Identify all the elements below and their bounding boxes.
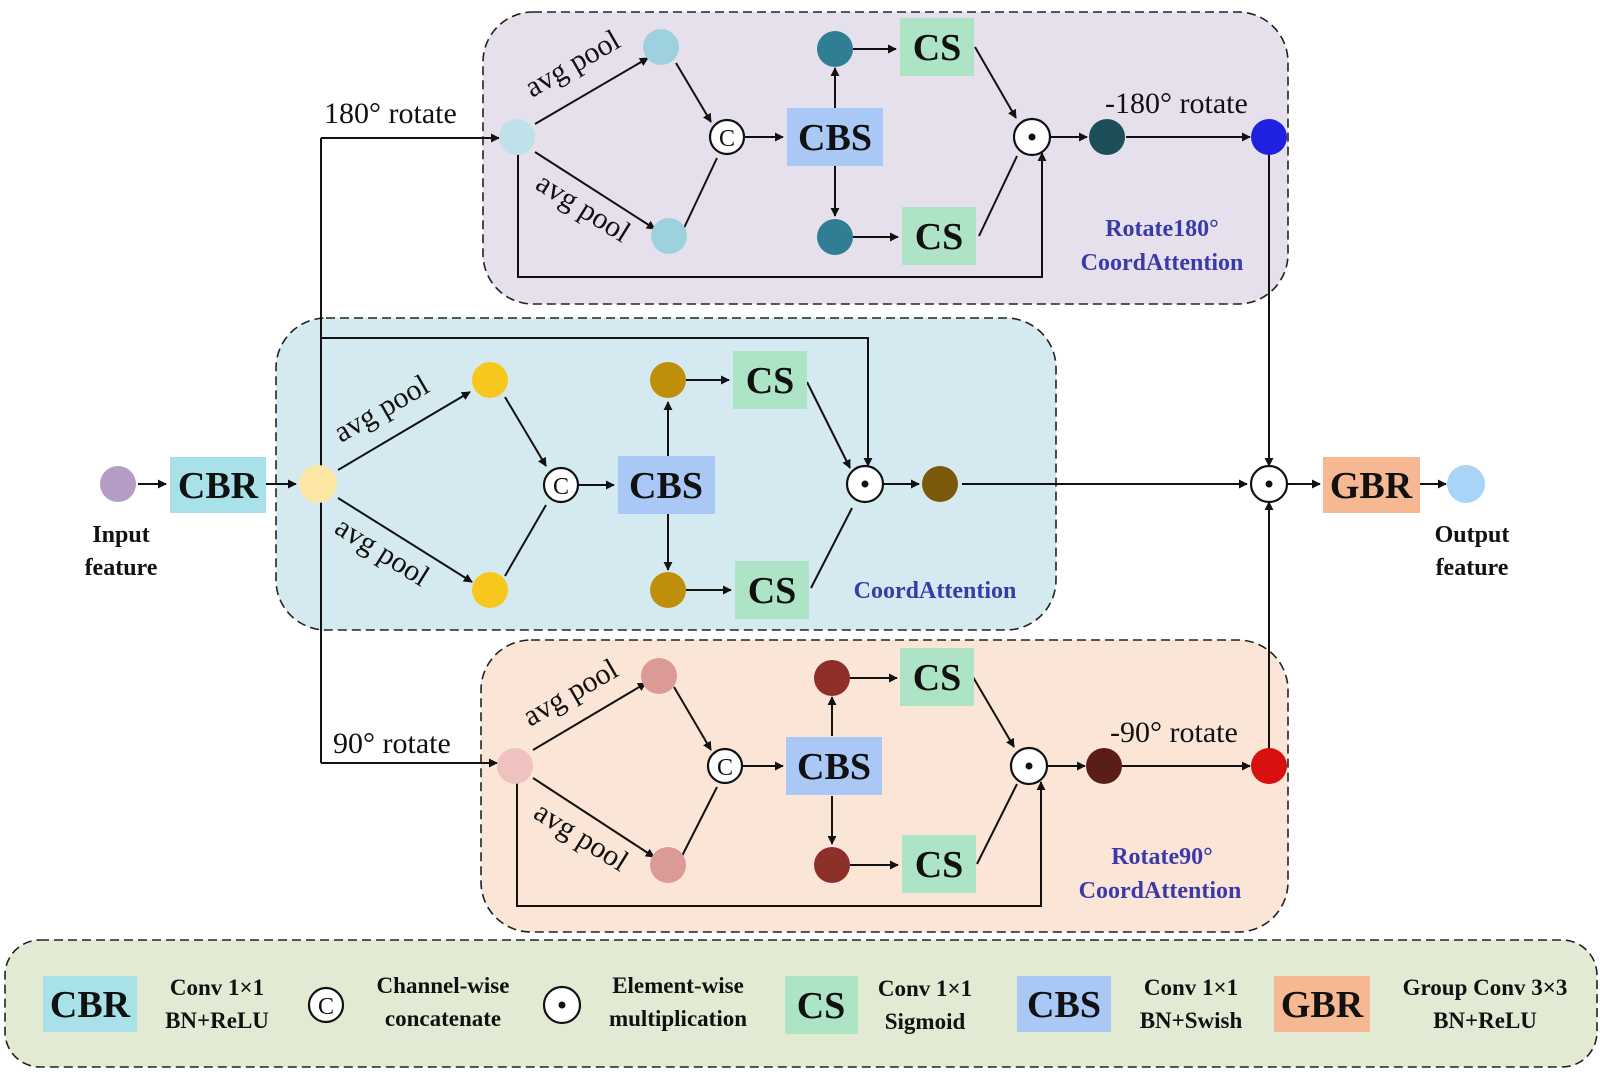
rotate-180-label: 180° rotate: [324, 97, 457, 130]
legend-gbr-swatch-label: GBR: [1281, 984, 1364, 1026]
concat-glyph: C: [719, 126, 735, 152]
concat-symbol-top: C: [708, 118, 746, 156]
legend-cbs-line2: BN+Swish: [1140, 1008, 1243, 1033]
legend-cbs: CBS Conv 1×1 BN+Swish: [1017, 975, 1243, 1033]
bottom-cbs-block: CBS: [786, 737, 882, 795]
middle-pool-bottom-node: [472, 572, 508, 608]
top-cs-bottom-label: CS: [915, 216, 964, 258]
main-lines: [138, 133, 1447, 768]
legend-gbr: GBR Group Conv 3×3 BN+ReLU: [1274, 975, 1567, 1033]
nodes: [100, 29, 1485, 883]
middle-pool-top-node: [472, 362, 508, 398]
top-cs-bottom-block: CS: [902, 207, 976, 265]
bottom-entry-node: [497, 748, 533, 784]
middle-cbs-block: CBS: [618, 456, 715, 514]
gbr-block: GBR: [1323, 457, 1420, 513]
legend-cs-line1: Conv 1×1: [878, 976, 972, 1001]
bottom-output-node: [1086, 748, 1122, 784]
top-panel-title-line1: Rotate180°: [1105, 216, 1219, 242]
legend-concat-line1: Channel-wise: [377, 973, 510, 998]
middle-cs-bottom-block: CS: [735, 561, 809, 619]
top-split-top-node: [817, 31, 853, 67]
legend-cbs-line1: Conv 1×1: [1144, 975, 1238, 1000]
legend-concat-line2: concatenate: [385, 1006, 501, 1031]
top-cs-top-label: CS: [913, 27, 962, 69]
middle-entry-node: [299, 465, 337, 503]
concat-glyph: C: [717, 755, 733, 781]
multiply-symbol-final: [1249, 464, 1289, 504]
multiply-symbol-bottom: [1009, 746, 1049, 786]
concat-symbol-middle: C: [542, 466, 580, 504]
middle-branch: [337, 375, 920, 595]
legend-cbr-line1: Conv 1×1: [170, 975, 264, 1000]
rotate-neg-90-label: -90° rotate: [1110, 716, 1238, 749]
legend-cs-swatch-label: CS: [797, 985, 846, 1027]
legend-cs-line2: Sigmoid: [885, 1009, 966, 1034]
middle-cs-top-block: CS: [733, 351, 807, 409]
bottom-branch: [516, 673, 1251, 907]
legend-concat-glyph: C: [318, 994, 334, 1020]
middle-split-top-node: [650, 362, 686, 398]
legend-gbr-line2: BN+ReLU: [1433, 1008, 1537, 1033]
bottom-split-bottom-node: [814, 847, 850, 883]
legend-cbr-line2: BN+ReLU: [165, 1008, 269, 1033]
top-pool-top-node: [643, 29, 679, 65]
bottom-pool-top-node: [641, 658, 677, 694]
top-branch: [517, 44, 1251, 278]
bottom-panel-title-line1: Rotate90°: [1111, 844, 1213, 870]
bottom-pool-bottom-node: [650, 847, 686, 883]
middle-cbs-label: CBS: [629, 465, 703, 507]
middle-cs-bottom-label: CS: [748, 570, 797, 612]
middle-split-bottom-node: [650, 572, 686, 608]
top-pool-bottom-node: [651, 218, 687, 254]
top-entry-node: [499, 119, 535, 155]
gbr-label: GBR: [1330, 465, 1413, 507]
output-label-line2: feature: [1436, 555, 1509, 581]
legend-cs: CS Conv 1×1 Sigmoid: [785, 976, 972, 1034]
middle-cs-top-label: CS: [746, 360, 795, 402]
legend-concat: C Channel-wise concatenate: [307, 973, 510, 1031]
legend: CBR Conv 1×1 BN+ReLU C Channel-wise conc…: [4, 939, 1598, 1068]
legend-cbr: CBR Conv 1×1 BN+ReLU: [43, 975, 269, 1033]
bottom-cs-bottom-block: CS: [902, 835, 976, 893]
rotate-neg-180-label: -180° rotate: [1105, 87, 1248, 120]
output-node: [1447, 465, 1485, 503]
bottom-cs-top-label: CS: [913, 657, 962, 699]
legend-multiply-line2: multiplication: [609, 1006, 747, 1031]
top-cbs-block: CBS: [787, 108, 883, 166]
legend-cbs-swatch-label: CBS: [1027, 984, 1101, 1026]
top-output-node: [1089, 119, 1125, 155]
output-label-line1: Output: [1435, 522, 1510, 548]
middle-panel-title: CoordAttention: [854, 578, 1017, 604]
cbr-block: CBR: [170, 457, 266, 513]
rotate-90-label: 90° rotate: [333, 727, 451, 760]
top-cbs-label: CBS: [798, 117, 872, 159]
bottom-cs-bottom-label: CS: [915, 844, 964, 886]
input-node: [100, 466, 136, 502]
bottom-split-top-node: [814, 660, 850, 696]
bottom-rotated-node: [1251, 748, 1287, 784]
multiply-symbol-middle: [845, 464, 885, 504]
middle-output-node: [922, 466, 958, 502]
bottom-cbs-label: CBS: [797, 746, 871, 788]
legend-multiply-line1: Element-wise: [612, 973, 744, 998]
input-label-line2: feature: [85, 555, 158, 581]
bottom-panel-title-line2: CoordAttention: [1079, 878, 1242, 904]
top-panel-title-line2: CoordAttention: [1081, 250, 1244, 276]
legend-multiply: Element-wise multiplication: [542, 973, 747, 1031]
top-split-bottom-node: [817, 219, 853, 255]
legend-cbr-swatch-label: CBR: [50, 984, 131, 1026]
legend-gbr-line1: Group Conv 3×3: [1403, 975, 1568, 1000]
bottom-cs-top-block: CS: [900, 648, 974, 706]
multiply-symbol-top: [1012, 117, 1052, 157]
input-label-line1: Input: [92, 522, 149, 548]
top-cs-top-block: CS: [900, 18, 974, 76]
concat-glyph: C: [553, 474, 569, 500]
cbr-label: CBR: [178, 465, 259, 507]
concat-symbol-bottom: C: [706, 747, 744, 785]
top-rotated-node: [1251, 119, 1287, 155]
